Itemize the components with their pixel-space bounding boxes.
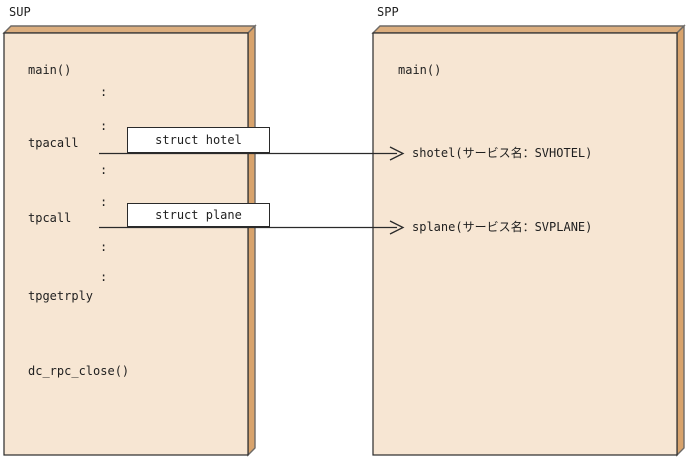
- sup-line-tpcall: tpcall: [28, 211, 72, 225]
- sup-panel: [2, 24, 257, 457]
- struct-hotel-label: struct hotel: [155, 133, 242, 147]
- struct-plane-label-box: struct plane: [127, 203, 270, 227]
- sup-colon-2: :: [100, 119, 108, 133]
- arrow-plane: [99, 220, 405, 235]
- sup-colon-1: :: [100, 85, 108, 99]
- sup-colon-5: :: [100, 240, 108, 254]
- spp-title: SPP: [377, 5, 399, 19]
- struct-plane-label: struct plane: [155, 208, 242, 222]
- arrow-plane-head-icon: [389, 220, 405, 235]
- sup-panel-front-face: [3, 32, 249, 456]
- arrow-hotel-head-icon: [389, 146, 405, 161]
- arrow-hotel: [99, 146, 405, 161]
- spp-line-main: main(): [398, 63, 442, 77]
- sup-line-main: main(): [28, 63, 72, 77]
- spp-panel-top-face: [371, 25, 686, 34]
- sup-title: SUP: [9, 5, 31, 19]
- sup-line-tpacall: tpacall: [28, 136, 79, 150]
- sup-colon-3: :: [100, 163, 108, 177]
- spp-line-shotel: shotel(サービス名：SVHOTEL): [412, 146, 593, 160]
- spp-panel: [371, 24, 686, 457]
- struct-hotel-label-box: struct hotel: [127, 127, 270, 153]
- sup-line-dc-rpc-close: dc_rpc_close(): [28, 364, 130, 378]
- spp-panel-side-face: [676, 24, 685, 457]
- sup-panel-side-face: [247, 24, 256, 457]
- sup-colon-4: :: [100, 195, 108, 209]
- sup-panel-top-face: [2, 25, 257, 34]
- sup-colon-6: :: [100, 270, 108, 284]
- spp-line-splane: splane(サービス名：SVPLANE): [412, 220, 593, 234]
- sup-line-tpgetrply: tpgetrply: [28, 289, 94, 303]
- spp-panel-front-face: [372, 32, 678, 456]
